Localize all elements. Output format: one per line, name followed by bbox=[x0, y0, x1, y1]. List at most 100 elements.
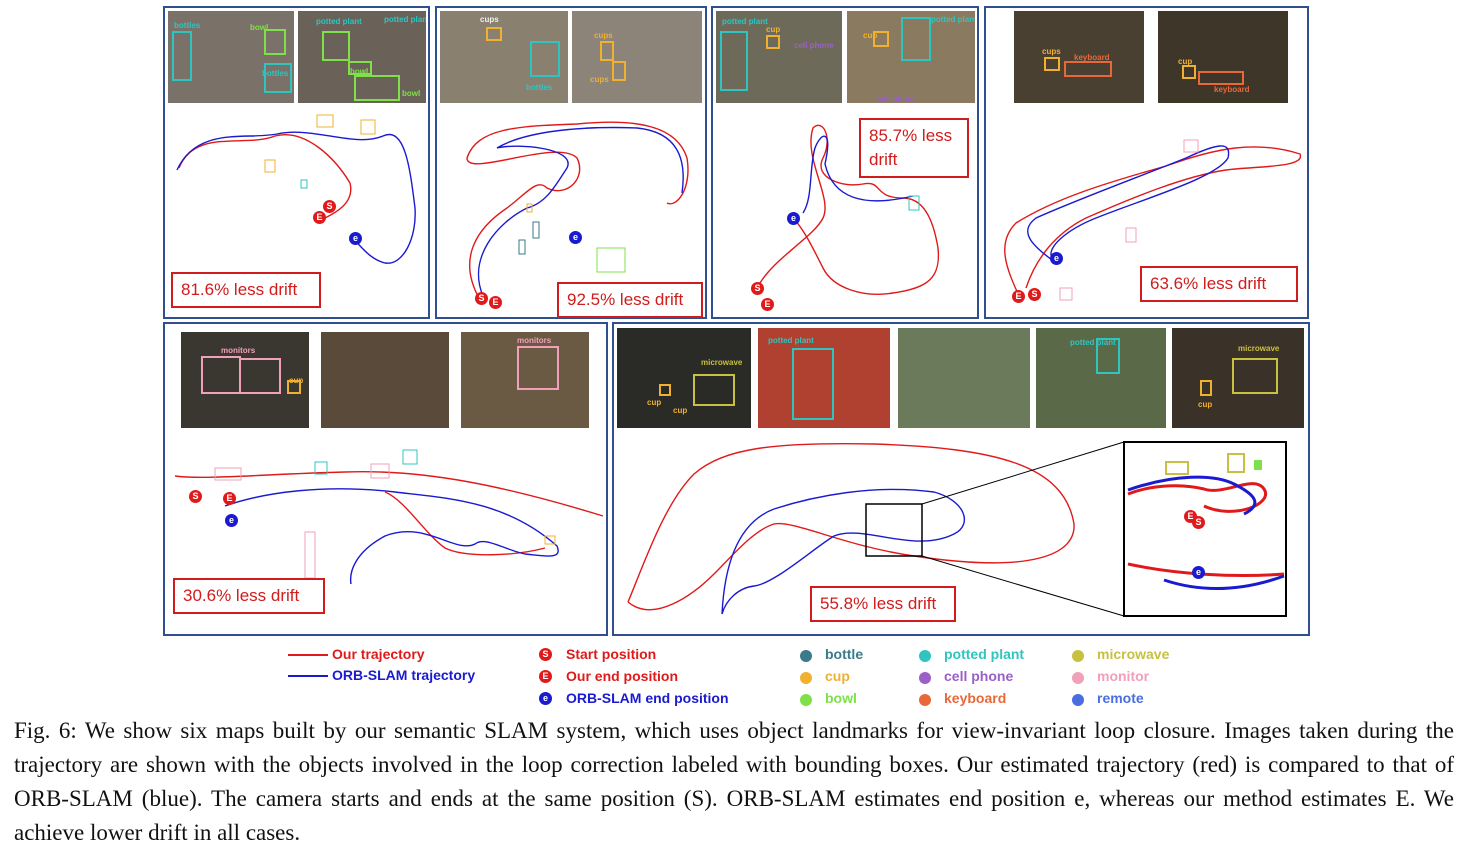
scene-photo: potted plant bbox=[758, 328, 890, 428]
scene-photo: cups cups bbox=[572, 11, 702, 103]
photo-label: potted plant bbox=[768, 336, 814, 345]
scene-photo: microwave cup cup bbox=[617, 328, 751, 428]
photo-label: bottles bbox=[174, 21, 201, 30]
scene-photo bbox=[321, 332, 449, 428]
photo-label: cups bbox=[590, 75, 609, 84]
legend-class-label: bowl bbox=[825, 690, 857, 706]
map-panel-6: microwave cup cup potted plant potted pl… bbox=[612, 322, 1310, 636]
orb-end-marker: e bbox=[1050, 252, 1063, 265]
legend-class-swatch bbox=[800, 672, 812, 684]
map-panel-1: bottles bowl bottles potted plant bowl b… bbox=[163, 6, 430, 319]
our-end-marker: E bbox=[1012, 290, 1025, 303]
photo-label: cup bbox=[673, 406, 688, 415]
photo-label: microwave bbox=[701, 358, 743, 367]
legend-orb-trajectory: ORB-SLAM trajectory bbox=[332, 667, 476, 683]
legend-class-label: keyboard bbox=[944, 690, 1007, 706]
scene-photo: potted plant bbox=[1036, 328, 1166, 428]
scene-photo bbox=[898, 328, 1030, 428]
scene-photo: cup keyboard bbox=[1158, 11, 1288, 103]
legend-start-icon: S bbox=[539, 648, 552, 661]
legend-class-label: cell phone bbox=[944, 668, 1014, 684]
trajectory-map bbox=[174, 449, 604, 585]
orb-end-marker: e bbox=[787, 212, 800, 225]
photo-label: bowl bbox=[250, 23, 269, 32]
legend-our-end-icon: E bbox=[539, 670, 552, 683]
photo-label: cup bbox=[1198, 400, 1213, 409]
scene-photo: monitors cup bbox=[181, 332, 309, 428]
drift-label: 92.5% less drift bbox=[557, 282, 703, 318]
drift-label: 55.8% less drift bbox=[810, 586, 956, 622]
scene-photo: potted plant cup cell phone bbox=[716, 11, 842, 103]
photo-label: cups bbox=[480, 15, 499, 24]
map-panel-2: cups bottles cups cups e S E 92.5% less … bbox=[435, 6, 707, 319]
photo-label: cup bbox=[1178, 57, 1193, 66]
legend-class-label: remote bbox=[1097, 690, 1144, 706]
trajectory-map bbox=[756, 124, 940, 295]
legend-class-label: bottle bbox=[825, 646, 864, 662]
orb-end-marker: e bbox=[225, 514, 238, 527]
map-panel-3: potted plant cup cell phone cup potted p… bbox=[711, 6, 979, 319]
start-marker: S bbox=[751, 282, 764, 295]
our-end-marker: E bbox=[761, 298, 774, 311]
legend-class-label: monitor bbox=[1097, 668, 1150, 684]
our-end-marker: E bbox=[223, 492, 236, 505]
start-marker: S bbox=[189, 490, 202, 503]
trajectory-map bbox=[176, 114, 416, 264]
drift-label: 30.6% less drift bbox=[173, 578, 325, 614]
map-panel-5: monitors cup monitors S E e 30.6% less d… bbox=[163, 322, 608, 636]
trajectory-map bbox=[627, 441, 1287, 617]
legend-class-label: microwave bbox=[1097, 646, 1170, 662]
photo-label: potted plant bbox=[1070, 338, 1116, 347]
photo-label: monitors bbox=[517, 336, 552, 345]
start-marker: S bbox=[1192, 516, 1205, 529]
photo-label: keyboard bbox=[1214, 85, 1250, 94]
photo-label: bowl bbox=[350, 67, 369, 76]
photo-label: microwave bbox=[1238, 344, 1280, 353]
legend-class-swatch bbox=[800, 694, 812, 706]
photo-label: potted plant bbox=[722, 17, 768, 26]
photo-label: cups bbox=[594, 31, 613, 40]
orb-end-marker: e bbox=[349, 232, 362, 245]
trajectory-map bbox=[466, 121, 689, 299]
figure-caption: Fig. 6: We show six maps built by our se… bbox=[14, 718, 1454, 845]
our-end-marker: E bbox=[313, 211, 326, 224]
photo-label: cup bbox=[647, 398, 662, 407]
scene-photo: cup potted plant cell phone bbox=[847, 11, 975, 103]
photo-label: cup bbox=[289, 376, 304, 385]
map-panel-4: cups keyboard cup keyboard e E S 63.6% l… bbox=[984, 6, 1309, 319]
photo-label: cup bbox=[766, 25, 781, 34]
scene-photo: monitors bbox=[461, 332, 589, 428]
scene-photo: microwave cup bbox=[1172, 328, 1304, 428]
legend-class-swatch bbox=[800, 650, 812, 662]
photo-label: keyboard bbox=[1074, 53, 1110, 62]
scene-photo: cups keyboard bbox=[1014, 11, 1144, 103]
legend-class-label: potted plant bbox=[944, 646, 1025, 662]
photo-label: potted plant bbox=[931, 15, 975, 24]
photo-label: cup bbox=[863, 31, 878, 40]
legend-class-swatch bbox=[1072, 694, 1084, 706]
legend-class-swatch bbox=[919, 650, 931, 662]
legend-our-end-position: Our end position bbox=[566, 668, 678, 684]
photo-label: potted plant bbox=[316, 17, 362, 26]
photo-label: cell phone bbox=[794, 41, 834, 50]
scene-photo: bottles bowl bottles bbox=[168, 11, 294, 103]
photo-label: monitors bbox=[221, 346, 256, 355]
trajectory-map bbox=[1004, 139, 1301, 301]
orb-end-marker: e bbox=[569, 231, 582, 244]
orb-end-marker: e bbox=[1192, 566, 1205, 579]
start-marker: S bbox=[1028, 288, 1041, 301]
scene-photo: potted plant bowl bowl potted plant bbox=[298, 11, 426, 103]
photo-label: cell phone bbox=[877, 95, 917, 103]
legend-start-position: Start position bbox=[566, 646, 657, 662]
start-marker: S bbox=[323, 200, 336, 213]
legend-our-trajectory: Our trajectory bbox=[332, 646, 425, 662]
legend-class-swatch bbox=[919, 672, 931, 684]
legend-class-swatch bbox=[1072, 672, 1084, 684]
legend-class-label: cup bbox=[825, 668, 850, 684]
legend-class-swatch bbox=[1072, 650, 1084, 662]
photo-label: cups bbox=[1042, 47, 1061, 56]
drift-label: 63.6% less drift bbox=[1140, 266, 1298, 302]
photo-label: bottles bbox=[526, 83, 553, 92]
photo-label: bowl bbox=[402, 89, 421, 98]
photo-label: bottles bbox=[262, 69, 289, 78]
